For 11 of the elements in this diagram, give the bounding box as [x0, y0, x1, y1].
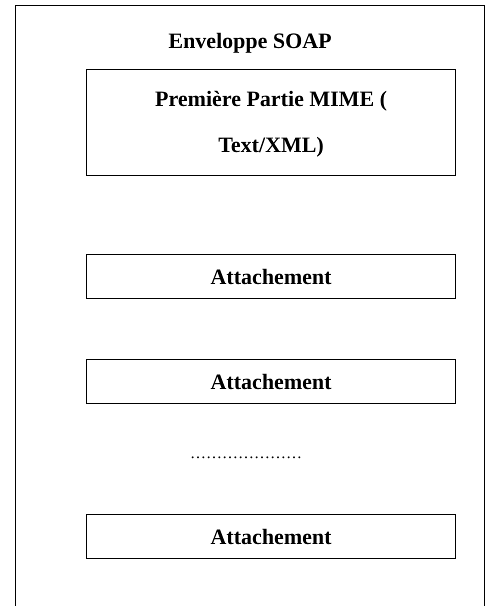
part-box: [86, 254, 456, 299]
part-title: Attachement: [210, 263, 332, 291]
part-title: Première Partie MIME ( Text/XML): [154, 85, 388, 159]
part-title: Attachement: [210, 523, 332, 551]
envelope-title: Enveloppe SOAP: [167, 27, 333, 55]
part-box: [86, 514, 456, 559]
part-box: [86, 69, 456, 176]
part-title: Attachement: [210, 368, 332, 396]
part-box: [86, 359, 456, 404]
envelope-frame: [15, 5, 485, 606]
ellipsis-dots: …………………: [190, 445, 302, 463]
